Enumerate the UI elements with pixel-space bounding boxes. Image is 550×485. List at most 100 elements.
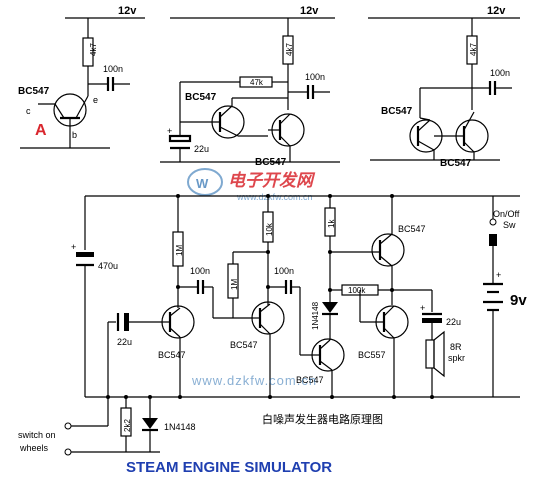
speaker-cone xyxy=(433,330,445,378)
wire xyxy=(463,111,475,131)
transistor-label-top-middle-right: BC547 xyxy=(255,157,287,168)
watermark-logo-letter: W xyxy=(196,176,209,191)
junction xyxy=(266,194,270,198)
capacitor-label-100n-b: 100n xyxy=(274,266,294,276)
resistor-label-top-middle: 4k7 xyxy=(285,43,294,56)
capacitor-label-100n-a: 100n xyxy=(190,266,210,276)
rail-label-top-middle: 12v xyxy=(300,5,319,17)
capacitor-label-22u-top: 22u xyxy=(194,144,209,154)
switch-label: On/Off xyxy=(493,209,520,219)
wire xyxy=(259,303,271,313)
wheel-switch-contact xyxy=(64,448,72,456)
capacitor-22u-right xyxy=(422,318,442,323)
junction xyxy=(176,285,180,289)
resistor-label-top-left: 4k7 xyxy=(89,43,98,56)
wire xyxy=(219,126,239,137)
junction xyxy=(266,285,270,289)
wheels-label-2: wheels xyxy=(19,443,49,453)
rail-label-top-left: 12v xyxy=(118,5,137,17)
pin-b-label: b xyxy=(72,130,77,140)
junction xyxy=(330,395,334,399)
resistor-label-47k: 47k xyxy=(250,78,264,87)
transistor-label-q1: BC547 xyxy=(158,350,186,360)
diode-1n4148-b xyxy=(142,418,158,429)
wire xyxy=(75,95,89,119)
transistor-label-q5: BC557 xyxy=(358,350,386,360)
plus-sign: + xyxy=(167,126,172,136)
capacitor-label-470u: 470u xyxy=(98,261,118,271)
capacitor-470u xyxy=(76,252,94,257)
transistor-label-top-right-right: BC547 xyxy=(440,158,472,169)
switch-on-off xyxy=(489,234,497,246)
capacitor-22u-left xyxy=(124,313,129,331)
transistor-q4-bc547 xyxy=(371,233,405,267)
junction xyxy=(390,288,394,292)
battery-label-9v: 9v xyxy=(510,292,527,309)
top-left-circuit: 12v 4k7 100n BC547 c e b A xyxy=(18,5,145,149)
transistor-label-top-middle-left: BC547 xyxy=(185,92,217,103)
junction xyxy=(124,395,128,399)
capacitor-label-22u-left: 22u xyxy=(117,337,132,347)
junction xyxy=(390,194,394,198)
wire xyxy=(383,327,395,339)
speaker-sub-label: spkr xyxy=(448,353,465,363)
main-circuit: + 470u 1M 10k 1M 100n 100n xyxy=(18,194,527,456)
capacitor-label-top-right: 100n xyxy=(490,68,510,78)
watermark-url-mid: www.dzkfw.com.cn xyxy=(236,192,313,202)
plus-sign: + xyxy=(71,242,76,252)
pin-c-label: c xyxy=(26,106,31,116)
wire xyxy=(463,141,475,153)
speaker-8r xyxy=(425,339,435,369)
transistor-label-q3: BC547 xyxy=(296,375,324,385)
switch-sub-label: Sw xyxy=(503,220,516,230)
wire xyxy=(279,113,291,125)
wire xyxy=(379,233,393,245)
wire xyxy=(54,103,65,119)
junction xyxy=(268,395,272,399)
wheel-switch-contact xyxy=(64,422,72,430)
wire xyxy=(169,327,181,338)
wire xyxy=(417,119,431,132)
watermark-url-bottom: www.dzkfw.com.cn xyxy=(191,373,317,388)
resistor-label-10k: 10k xyxy=(265,222,274,236)
wire xyxy=(319,339,331,350)
speaker-label: 8R xyxy=(450,342,462,352)
wire xyxy=(379,255,393,267)
transistor-label-q4: BC547 xyxy=(398,224,426,234)
wire xyxy=(319,360,333,371)
watermark-logo-icon xyxy=(187,168,223,196)
capacitor-22u-top xyxy=(168,134,192,143)
watermark-chinese-logo: 电子开发网 xyxy=(228,171,316,191)
junction xyxy=(106,395,110,399)
junction xyxy=(328,250,332,254)
junction xyxy=(328,194,332,198)
capacitor-label-top-middle: 100n xyxy=(305,72,325,82)
pin-e-label: e xyxy=(93,95,98,105)
watermark-logo: W 电子开发网 www.dzkfw.com.cn xyxy=(187,168,316,202)
top-right-circuit: 12v 4k7 100n BC547 BC547 xyxy=(368,5,520,169)
junction xyxy=(392,395,396,399)
top-middle-circuit: 12v 4k7 47k 100n + 22u BC547 xyxy=(160,5,340,168)
wire xyxy=(169,307,181,317)
diode-label-1n4148-b: 1N4148 xyxy=(164,422,196,432)
resistor-label-top-right: 4k7 xyxy=(469,43,478,56)
resistor-label-100k: 100k xyxy=(348,286,366,295)
junction xyxy=(328,288,332,292)
plus-sign: + xyxy=(496,270,501,280)
rail-label-top-right: 12v xyxy=(487,5,506,17)
capacitor-label-top-left: 100n xyxy=(103,64,123,74)
wire xyxy=(279,135,291,147)
junction xyxy=(148,395,152,399)
transistor-label-top-left: BC547 xyxy=(18,86,50,97)
wire xyxy=(419,117,431,121)
junction xyxy=(176,194,180,198)
wire xyxy=(219,105,233,118)
wire xyxy=(417,140,435,151)
junction xyxy=(266,250,270,254)
diagram-title: STEAM ENGINE SIMULATOR xyxy=(126,459,332,476)
transistor-label-top-right-left: BC547 xyxy=(381,106,413,117)
resistor-label-2k2: 2k2 xyxy=(123,419,132,432)
plus-sign: + xyxy=(420,303,425,313)
